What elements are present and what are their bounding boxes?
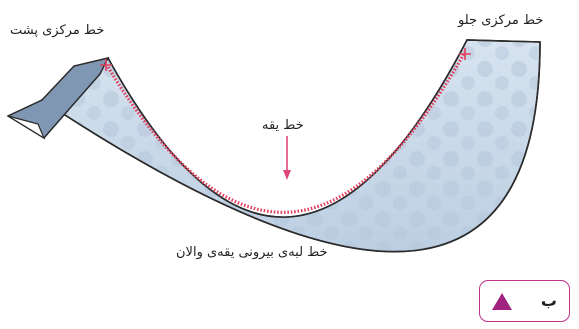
neck-line-label: خط یقه bbox=[262, 118, 304, 133]
collar-outline bbox=[40, 39, 541, 253]
triangle-icon bbox=[492, 293, 512, 310]
figure-tag: ب bbox=[479, 280, 570, 322]
folded-flap-shadow bbox=[7, 115, 46, 140]
front-center-mark bbox=[459, 48, 471, 60]
outer-edge-line-label: خط لبه‌ی بیرونی یقه‌ی والان bbox=[176, 245, 328, 260]
front-center-line-label: خط مرکزی جلو bbox=[458, 13, 544, 28]
back-center-mark bbox=[100, 59, 112, 71]
figure-tag-label: ب bbox=[540, 291, 557, 310]
back-center-line-label: خط مرکزی پشت bbox=[10, 23, 105, 38]
neck-line-arrowhead bbox=[283, 170, 291, 180]
